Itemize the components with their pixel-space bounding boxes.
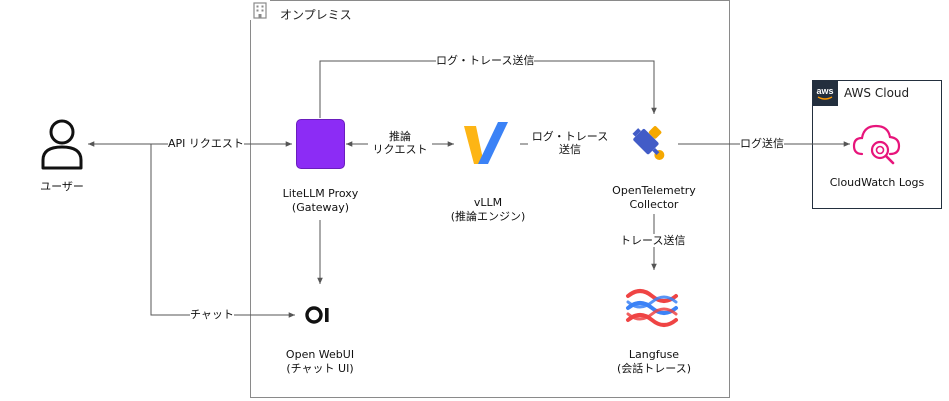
litellm-label: LiteLLM Proxy (Gateway) — [268, 187, 373, 215]
langfuse-label-line1: Langfuse — [628, 348, 680, 361]
langfuse-label-line2: (会話トレース) — [616, 362, 692, 375]
user-icon — [40, 118, 84, 170]
langfuse-label: Langfuse (会話トレース) — [602, 348, 706, 376]
otel-label-line2: Collector — [629, 198, 679, 211]
onprem-group — [250, 0, 730, 398]
otel-label-line1: OpenTelemetry — [612, 184, 696, 197]
cloudwatch-logs-icon — [852, 120, 902, 166]
vllm-label-line1: vLLM — [473, 196, 503, 209]
cloudwatch-label: CloudWatch Logs — [829, 176, 925, 189]
otel-label: OpenTelemetry Collector — [602, 184, 706, 212]
edge-label-api-request: API リクエスト — [168, 137, 244, 150]
edge-label-inference-line1: 推論 — [389, 130, 411, 143]
edge-label-log-trace-top: ログ・トレース送信 — [436, 54, 535, 67]
edge-label-chat: チャット — [190, 308, 234, 321]
open-webui-icon — [300, 300, 340, 330]
building-icon — [250, 0, 270, 20]
user-label: ユーザー — [40, 180, 84, 193]
edge-label-trace-send: トレース送信 — [620, 234, 686, 247]
webui-label-line1: Open WebUI — [285, 348, 355, 361]
vllm-label-line2: (推論エンジン) — [450, 210, 526, 223]
edge-label-log-trace-mid-line2: 送信 — [559, 143, 581, 156]
svg-text:aws: aws — [816, 86, 833, 96]
webui-label: Open WebUI (チャット UI) — [268, 348, 372, 376]
edge-label-log-trace-mid-line1: ログ・トレース — [531, 130, 609, 143]
aws-logo-icon: aws — [812, 80, 838, 106]
vllm-logo-icon — [462, 120, 514, 170]
langfuse-icon — [624, 287, 684, 329]
edge-log-trace-top — [319, 60, 657, 118]
opentelemetry-icon — [628, 116, 678, 170]
onprem-title: オンプレミス — [280, 8, 352, 22]
edge-chat — [150, 144, 295, 318]
litellm-label-line1: LiteLLM Proxy — [282, 187, 359, 200]
webui-label-line2: (チャット UI) — [286, 362, 354, 375]
vllm-label: vLLM (推論エンジン) — [436, 196, 540, 224]
edge-label-inference-line2: リクエスト — [372, 143, 428, 156]
litellm-proxy-icon — [296, 119, 345, 169]
edge-label-log-trace-mid: ログ・トレース 送信 — [528, 130, 612, 156]
edge-label-inference-request: 推論 リクエスト — [368, 130, 432, 156]
aws-title: AWS Cloud — [844, 86, 910, 100]
edge-label-log-send: ログ送信 — [740, 137, 784, 150]
litellm-label-line2: (Gateway) — [291, 201, 350, 214]
